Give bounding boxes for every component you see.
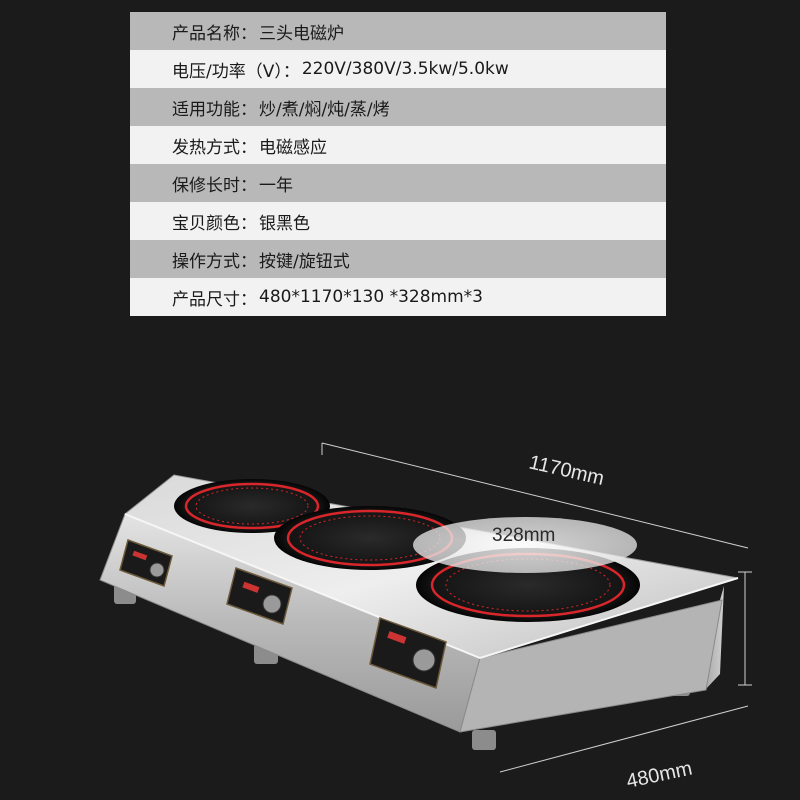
spec-label: 适用功能：: [172, 99, 257, 120]
spec-row-operation: 操作方式：按键/旋钮式: [130, 240, 666, 278]
spec-label: 操作方式：: [172, 251, 257, 272]
control-panel-left: [119, 539, 173, 587]
spec-value: 炒/煮/焖/炖/蒸/烤: [259, 99, 390, 120]
spec-row-size: 产品尺寸：480*1170*130 *328mm*3: [130, 278, 666, 316]
dim-line-length: [321, 442, 749, 549]
spec-table: 产品名称：三头电磁炉 电压/功率（V）：220V/380V/3.5kw/5.0k…: [130, 12, 666, 316]
spec-row-name: 产品名称：三头电磁炉: [130, 12, 666, 50]
spec-label: 发热方式：: [172, 137, 257, 158]
control-panel-right: [369, 617, 447, 689]
spec-value: 电磁感应: [259, 137, 327, 158]
spec-value: 480*1170*130 *328mm*3: [259, 287, 483, 307]
spec-label: 宝贝颜色：: [172, 213, 257, 234]
spec-value: 银黑色: [259, 213, 310, 234]
spec-row-function: 适用功能：炒/煮/焖/炖/蒸/烤: [130, 88, 666, 126]
burner-size-overlay: 328mm: [413, 517, 637, 573]
control-panel-middle: [226, 567, 293, 625]
spec-value: 按键/旋钮式: [259, 251, 350, 272]
dim-burner-label: 328mm: [492, 525, 555, 546]
spec-row-heating: 发热方式：电磁感应: [130, 126, 666, 164]
dim-depth-label: 480mm: [624, 758, 694, 793]
spec-row-voltage: 电压/功率（V）：220V/380V/3.5kw/5.0kw: [130, 50, 666, 88]
spec-label: 产品名称：: [172, 23, 257, 44]
spec-label: 电压/功率（V）：: [172, 61, 300, 82]
spec-value: 220V/380V/3.5kw/5.0kw: [301, 59, 509, 79]
spec-value: 三头电磁炉: [259, 23, 344, 44]
dim-length-label: 1170mm: [527, 451, 606, 490]
spec-row-warranty: 保修长时：一年: [130, 164, 666, 202]
spec-label: 产品尺寸：: [172, 289, 257, 310]
spec-label: 保修长时：: [172, 175, 257, 196]
spec-value: 一年: [259, 175, 293, 196]
burner-left: [174, 479, 330, 533]
dim-line-depth: [499, 705, 749, 773]
spec-row-color: 宝贝颜色：银黑色: [130, 202, 666, 240]
